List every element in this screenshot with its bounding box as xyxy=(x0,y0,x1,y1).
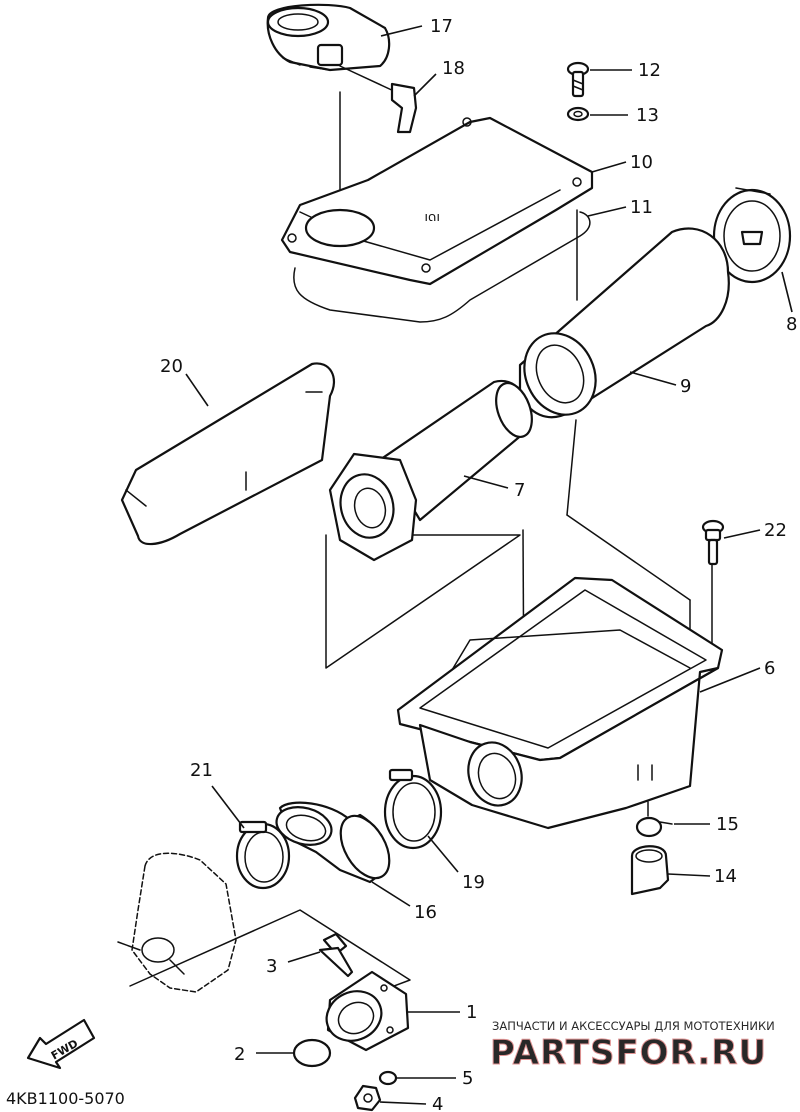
callout-1: 1 xyxy=(466,1002,477,1023)
callout-20: 20 xyxy=(160,356,183,377)
callout-19: 19 xyxy=(462,872,485,893)
filter-element-part xyxy=(518,227,730,419)
case-side-clamp-part xyxy=(383,768,443,850)
cover-gasket-part xyxy=(293,211,591,323)
manifold-bolt-part xyxy=(318,932,354,978)
callout-14: 14 xyxy=(714,866,737,887)
air-cleaner-cover-part: וטו xyxy=(280,116,594,286)
callout-22: 22 xyxy=(764,520,787,541)
intake-manifold-part xyxy=(325,970,410,1052)
callout-16: 16 xyxy=(414,902,437,923)
callout-10: 10 xyxy=(630,152,653,173)
callout-2: 2 xyxy=(234,1044,245,1065)
watermark-tagline: ЗАПЧАСТИ И АКСЕССУАРЫ ДЛЯ МОТОТЕХНИКИ xyxy=(492,1019,775,1033)
case-bolt-part xyxy=(701,519,725,566)
callout-11: 11 xyxy=(630,197,653,218)
callout-15: 15 xyxy=(716,814,739,835)
callout-4: 4 xyxy=(432,1094,443,1112)
callouts: 17 18 12 13 10 11 8 9 20 7 22 6 15 14 19… xyxy=(160,16,797,1112)
callout-21: 21 xyxy=(190,760,213,781)
fwd-arrow: FWD xyxy=(26,1018,96,1070)
washer-part xyxy=(566,106,590,122)
filter-screen-part xyxy=(120,362,336,546)
carburetor-outline xyxy=(117,852,237,993)
element-guide-tube-part xyxy=(328,379,533,562)
breather-elbow-part xyxy=(339,65,418,134)
intake-cap-part xyxy=(266,3,391,72)
callout-3: 3 xyxy=(266,956,277,977)
callout-8: 8 xyxy=(786,314,797,335)
callout-7: 7 xyxy=(514,480,525,501)
drain-plug-part xyxy=(630,845,670,896)
diagram-code: 4KB1100-5070 xyxy=(6,1089,125,1108)
carb-side-clamp-part xyxy=(235,820,291,890)
watermark-brand: PARTSFOR.RU xyxy=(490,1033,767,1073)
air-cleaner-case-part xyxy=(396,576,724,830)
filter-end-cap-part xyxy=(712,187,792,284)
callout-12: 12 xyxy=(638,60,661,81)
callout-18: 18 xyxy=(442,58,465,79)
watermark: ЗАПЧАСТИ И АКСЕССУАРЫ ДЛЯ МОТОТЕХНИКИ PA… xyxy=(490,1019,775,1074)
callout-9: 9 xyxy=(680,376,691,397)
o-ring-part xyxy=(292,1038,332,1068)
nut-washer-part xyxy=(378,1070,398,1086)
cover-marking-text: וטו xyxy=(424,210,440,225)
callout-5: 5 xyxy=(462,1068,473,1089)
callout-6: 6 xyxy=(764,658,775,679)
intake-joint-part xyxy=(275,801,391,884)
screw-part xyxy=(566,61,590,98)
nut-part xyxy=(353,1084,382,1112)
drain-clip-part xyxy=(635,801,673,838)
callout-17: 17 xyxy=(430,16,453,37)
callout-13: 13 xyxy=(636,105,659,126)
